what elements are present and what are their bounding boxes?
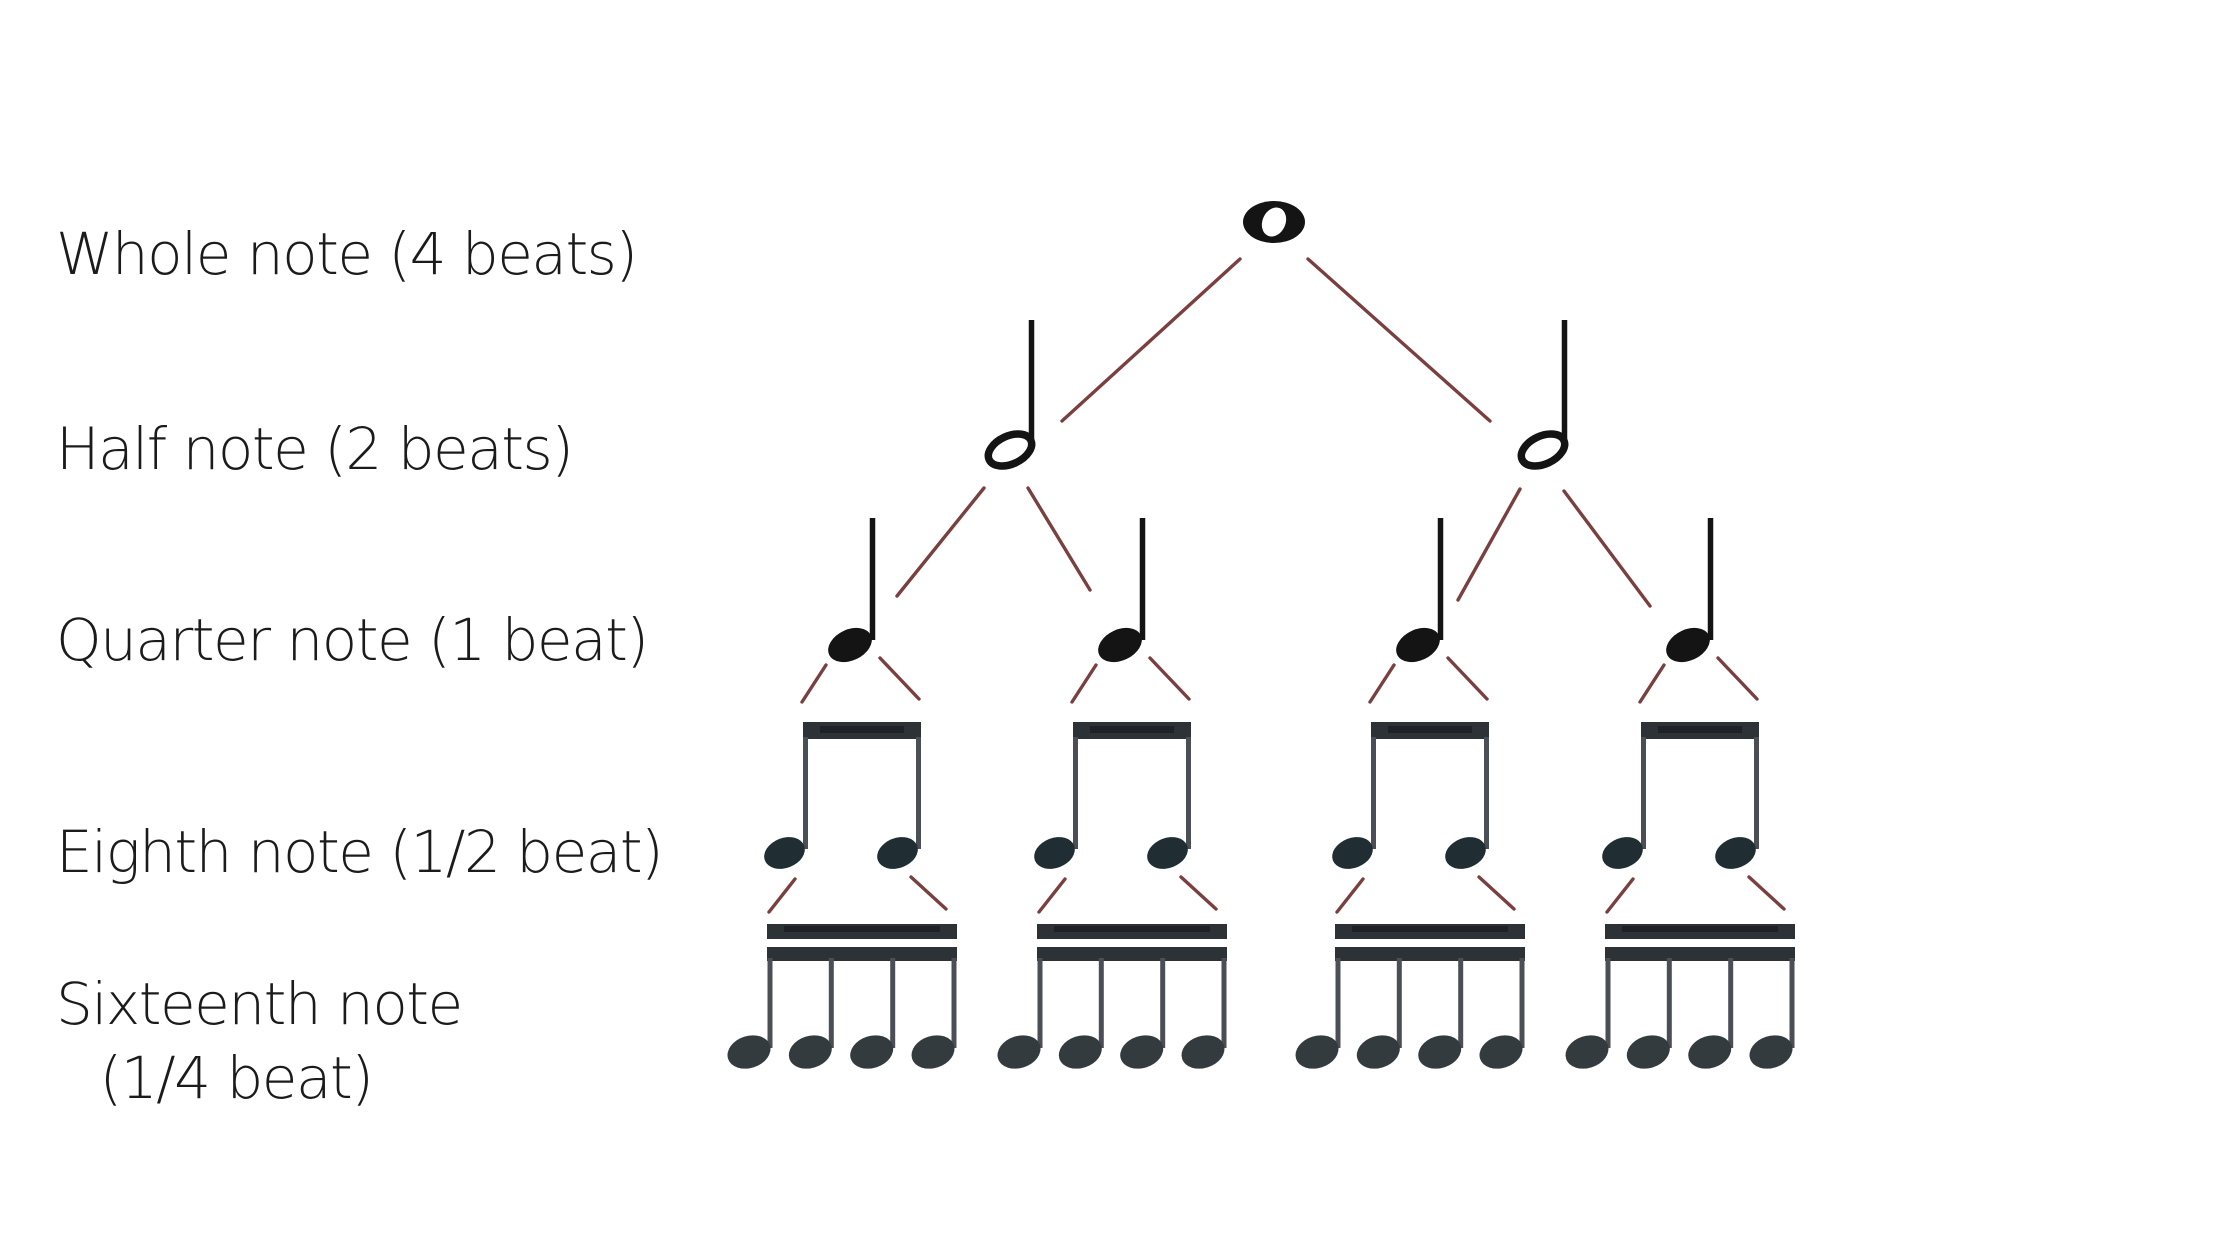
top-connectors — [895, 257, 1652, 608]
whole-note — [1243, 201, 1305, 243]
connector-whole-to-half-left — [1060, 257, 1242, 423]
connector-half1-to-quarter2 — [1026, 486, 1092, 592]
half-note-2 — [1516, 320, 1570, 472]
connector-half2-to-quarter3 — [1456, 487, 1522, 602]
connector-half1-to-quarter1 — [895, 486, 986, 598]
connector-whole-to-half-right — [1306, 257, 1492, 423]
subtree-4 — [1561, 518, 1797, 1074]
connector-half2-to-quarter4 — [1562, 489, 1652, 608]
subtree-1 — [723, 518, 959, 1074]
whole-note-hole — [1261, 207, 1287, 237]
half-note-1 — [983, 320, 1037, 472]
subtree-3 — [1291, 518, 1527, 1074]
subtree-2 — [993, 518, 1229, 1074]
